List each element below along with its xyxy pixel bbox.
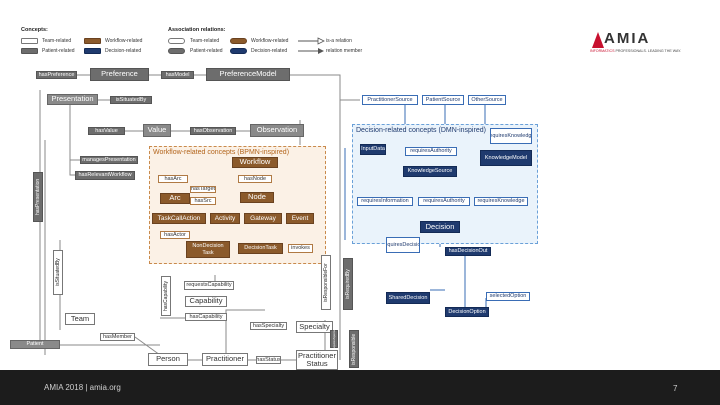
node-has-src: hasSrc [190,197,216,205]
legend-team-label: Team-related [42,38,72,44]
legend-assoc-team-label: Team-related [190,38,220,44]
node-has-specialty: hasSpecialty [250,322,287,330]
legend-arrow-icons [298,37,325,54]
node-has-member: hasMember [100,333,135,341]
legend-team-swatch [21,38,38,44]
node-task-call-action: TaskCallAction [152,213,206,224]
page-number: 7 [673,384,678,393]
node-capability: Capability [185,296,227,307]
logo-word: AMIA [604,30,651,47]
node-has-decision-out: hasDecisionOut [445,247,491,256]
vlabel-has-presentation: hasPresentation [33,172,43,222]
node-has-model: hasModel [161,71,194,79]
node-has-observation: hasObservation [190,127,236,135]
node-knowledge-model: KnowledgeModel [480,150,532,166]
node-workflow: Workflow [232,157,278,168]
node-non-decision-task: NonDecision Task [186,241,230,258]
node-requires-decision: requiresDecision [386,237,420,253]
legend-associations-title: Association relations: [168,27,226,33]
node-invokes: invokes [288,244,313,253]
vlabel-is-situated-by: isSituatedBy [53,250,63,295]
node-has-capability: hasCapability [185,313,227,321]
legend-assoc-patient-label: Patient-related [190,48,223,54]
footer-bar [0,370,720,405]
legend-assoc-team-swatch [168,38,185,44]
legend-workflow-swatch [84,38,101,44]
node-patient-source: PatientSource [422,95,464,105]
node-preference-model: PreferenceModel [206,68,290,81]
legend-assoc-decision-swatch [230,48,247,54]
node-presentation: Presentation [47,94,98,105]
node-has-arc: hasArc [158,175,188,183]
node-has-actor: hasActor [160,231,190,239]
legend-concepts-title: Concepts: [21,27,48,33]
node-requires-authority: requiresAuthority [405,147,457,156]
vlabel-has-capability: hasCapability [161,276,171,316]
node-practitioner: Practitioner [202,353,248,366]
legend-assoc-patient-swatch [168,48,185,54]
node-shared-decision: SharedDecision [386,292,430,304]
node-value: Value [143,124,171,137]
node-decision-task: DecisionTask [238,243,283,254]
node-knowledge-source: KnowledgeSource [403,166,457,177]
legend-is-a-label: is-a relation [326,38,352,44]
node-has-target: hasTarget [190,186,216,193]
node-node: Node [240,192,274,203]
node-other-source: OtherSource [468,95,506,105]
vlabel-requires-specialty: requiresSpecialty [330,327,338,351]
legend-patient-label: Patient-related [42,48,75,54]
workflow-region-title: Workflow-related concepts (BPMN-inspired… [153,149,290,156]
amia-logo [592,32,604,48]
node-activity: Activity [210,213,240,224]
vlabel-is-responsible-for: isResponsibleFor [321,255,331,310]
node-is-situated-by: isSituatedBy [110,96,152,104]
footer-text: AMIA 2018 | amia.org [44,383,121,392]
legend-assoc-workflow-swatch [230,38,247,44]
node-person: Person [148,353,188,366]
node-has-value: hasValue [88,127,125,135]
logo-tag-rest: PROFESSIONALS. LEADING THE WAY. [614,49,682,53]
legend-decision-swatch [84,48,101,54]
node-arc: Arc [160,193,190,204]
node-practitioner-status: Practitioner Status [296,350,338,370]
node-has-preference: hasPreference [36,71,77,79]
node-has-status: hasStatus [256,356,281,364]
node-selected-option: selectedOption [486,292,530,301]
node-specialty: Specialty [296,321,333,333]
logo-tag-red: INFORMATICS [590,49,615,53]
node-team: Team [65,313,95,325]
node-gateway: Gateway [244,213,282,224]
node-has-node: hasNode [238,175,272,183]
node-observation: Observation [250,124,304,137]
legend-patient-swatch [21,48,38,54]
node-preference: Preference [90,68,149,81]
logo-tagline: INFORMATICS PROFESSIONALS. LEADING THE W… [590,49,681,53]
node-requests-capability: requestsCapability [184,281,234,290]
vlabel-is-responsible: isResponsible [349,330,359,368]
node-requires-authority-2: requiresAuthority [418,197,470,206]
node-patient: Patient [10,340,60,349]
node-requires-knowledge-2: requiresKnowledge [474,197,528,206]
node-practitioner-source: PractitionerSource [362,95,418,105]
decision-region-title: Decision-related concepts (DMN-inspired) [356,127,486,134]
node-decision-option: DecisionOption [445,307,489,317]
node-requires-information: requiresInformation [357,197,413,206]
vlabel-is-required-by: isRequiredBy [343,258,353,310]
node-manages-presentation: managesPresentation [80,156,138,164]
legend-relation-member-label: relation member [326,48,363,54]
legend-workflow-label: Workflow-related [105,38,143,44]
node-requires-knowledge-top: requiresKnowledge [490,128,532,144]
node-input-data: InputData [360,144,386,155]
node-decision: Decision [420,221,460,233]
legend-assoc-decision-label: Decision-related [251,48,288,54]
legend-assoc-workflow-label: Workflow-related [251,38,289,44]
legend-decision-label: Decision-related [105,48,142,54]
node-has-relevant-workflow: hasRelevantWorkflow [75,171,135,180]
node-event: Event [286,213,314,224]
